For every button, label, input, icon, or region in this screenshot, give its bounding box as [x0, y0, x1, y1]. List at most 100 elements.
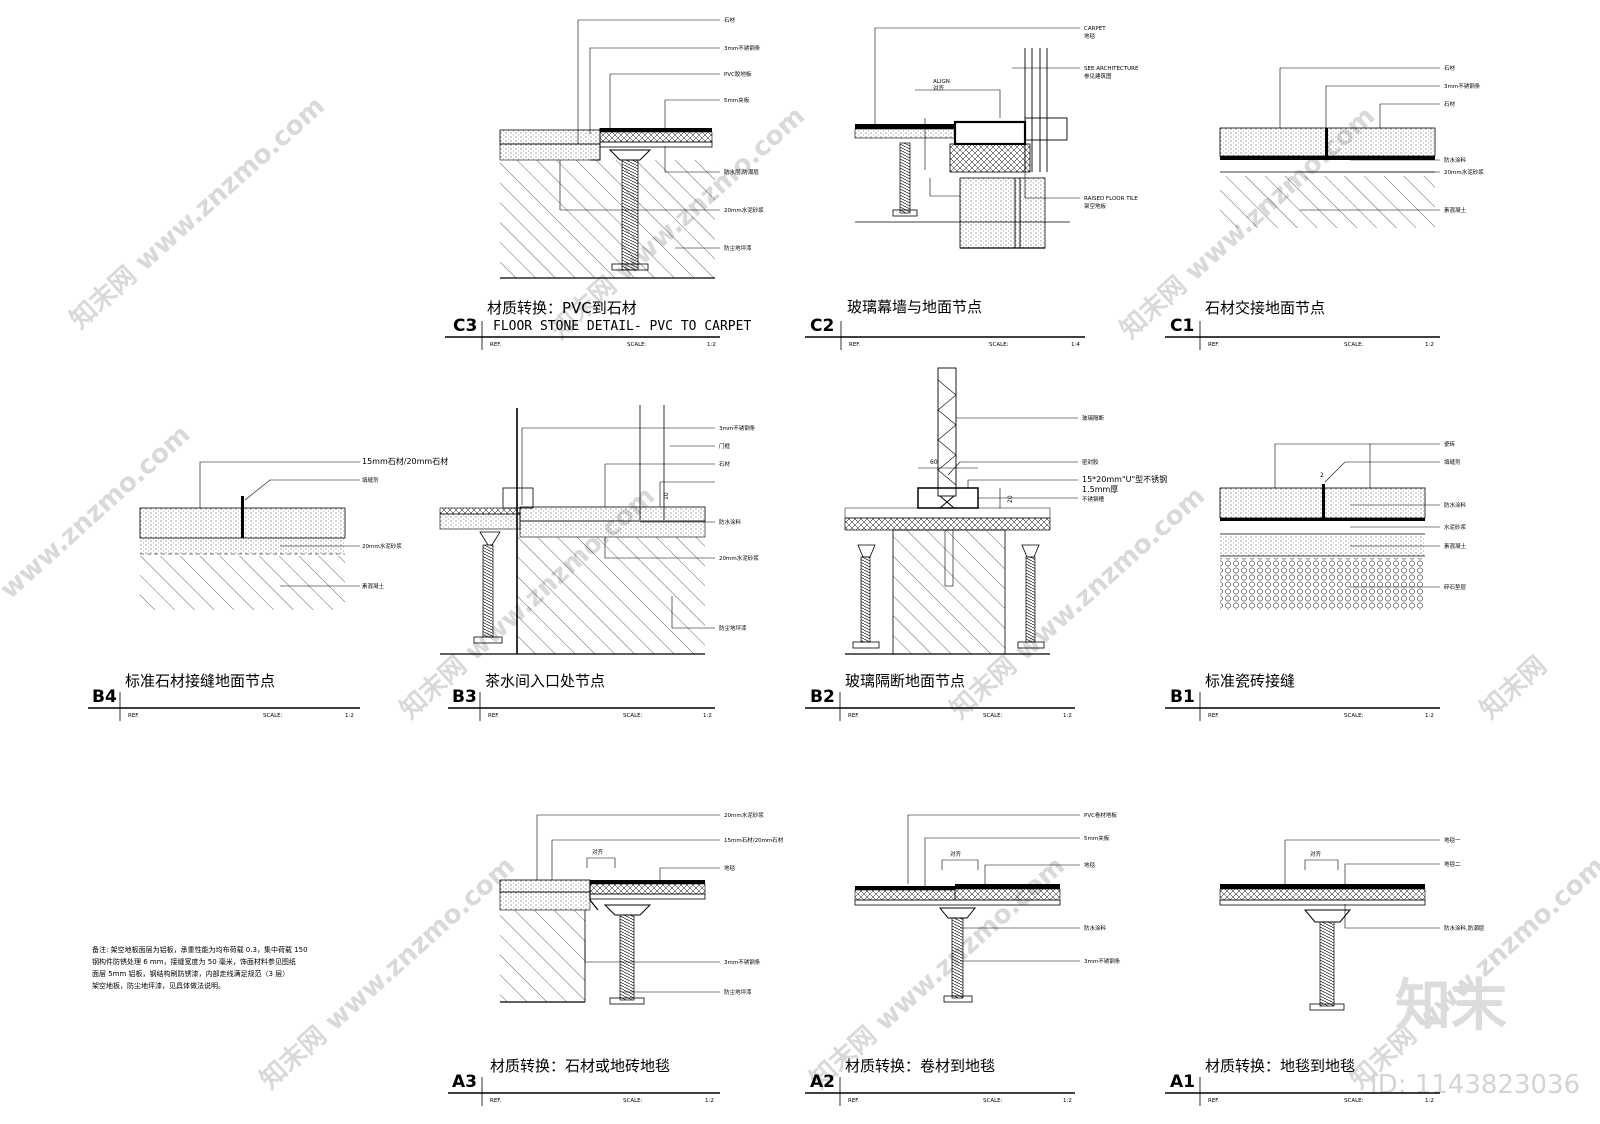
- detail-code: B2: [810, 687, 835, 707]
- callout: 填缝剂: [362, 476, 379, 484]
- ref-label: REF.: [848, 713, 860, 719]
- callout: 素混凝土: [1444, 542, 1467, 550]
- callout: RAISED FLOOR TILE: [1084, 196, 1138, 202]
- note-line: 钢构件防锈处理 6 mm，接缝宽度为 50 毫米，饰面材料参见图纸: [92, 957, 296, 966]
- scale-value: 1:4: [1071, 342, 1080, 348]
- watermark-logo: 知末: [1395, 974, 1507, 1039]
- scale-label: SCALE:: [1344, 1098, 1364, 1104]
- callout: 3mm不锈钢条: [724, 958, 761, 966]
- scale-value: 1:2: [707, 342, 716, 348]
- ref-label: REF.: [488, 713, 500, 719]
- scale-label: SCALE:: [1344, 713, 1364, 719]
- callout: 5mm夹板: [724, 96, 750, 104]
- callout: 3mm不锈钢条: [724, 44, 761, 52]
- scale-value: 1:2: [345, 713, 354, 719]
- dim-text: 60: [930, 459, 938, 466]
- detail-code: A1: [1170, 1072, 1195, 1092]
- callout: 石材: [1444, 100, 1456, 108]
- callout: 防水涂料: [1084, 924, 1107, 932]
- detail-code: C1: [1170, 316, 1194, 336]
- detail-title: 材质转换：卷材到地毯: [845, 1057, 995, 1075]
- detail-title: 材质转换：PVC到石材: [487, 299, 637, 317]
- watermark: 知末网: [1475, 651, 1553, 725]
- detail-title: 茶水间入口处节点: [485, 672, 605, 690]
- callout: 15*20mm"U"型不锈钢: [1082, 474, 1167, 484]
- ref-label: REF.: [849, 342, 861, 348]
- callout: 15mm石材/20mm石材: [362, 456, 448, 466]
- ref-label: REF.: [490, 1098, 502, 1104]
- callout: PVC卷材地板: [1084, 811, 1117, 819]
- callout: 5mm夹板: [1084, 834, 1110, 842]
- callout: 防水涂料: [1444, 156, 1467, 164]
- detail-code: A3: [452, 1072, 477, 1092]
- callout: CARPET: [1084, 26, 1106, 32]
- detail-c2: ALIGN 对齐 CARPET 地毯 SEE ARCHITECTURE 参见建筑…: [805, 26, 1139, 350]
- callout: 参见建筑图: [1084, 72, 1112, 80]
- detail-title: 玻璃隔断地面节点: [845, 672, 965, 690]
- callout: 地毯二: [1444, 860, 1461, 868]
- callout: 石材: [1444, 64, 1456, 72]
- callout: 防水涂料,防潮层: [1444, 924, 1485, 932]
- callout: 防水层,防潮层: [724, 168, 759, 176]
- callout: 碎石垫层: [1444, 583, 1467, 591]
- callout: PVC胶地板: [724, 70, 752, 78]
- watermark: 知末网 www.znzmo.com: [255, 851, 521, 1095]
- callout: 防尘地坪漆: [724, 244, 752, 252]
- callout: 防水涂料: [1444, 501, 1467, 509]
- callout: 3mm不锈钢条: [1444, 82, 1481, 90]
- detail-b1: 2 瓷砖 填缝剂 防水涂料 水泥砂浆 素混凝土 碎石垫层 B1 标准瓷砖接缝 R…: [1165, 440, 1467, 721]
- detail-a3: 对齐 20mm水泥砂浆 15mm石材/20mm石材 地毯 3mm不锈钢条 防尘地…: [448, 811, 784, 1106]
- callout: 架空地板: [1084, 202, 1107, 210]
- dim-text: 对齐: [950, 850, 962, 858]
- scale-value: 1:2: [1063, 713, 1072, 719]
- note-line: 面层 5mm 铝板，钢结构刷防锈漆，内部走线满足规范（3 层）: [92, 969, 289, 978]
- detail-title: 玻璃幕墙与地面节点: [847, 298, 982, 316]
- detail-a1: 对齐 地毯一 地毯二 防水涂料,防潮层 A1 材质转换：地毯到地毯 REF. S…: [1165, 836, 1485, 1106]
- detail-subtitle: FLOOR STONE DETAIL- PVC TO CARPET: [493, 319, 751, 334]
- callout: 20mm水泥砂浆: [719, 554, 759, 562]
- detail-c3: 石材 3mm不锈钢条 PVC胶地板 5mm夹板 防水层,防潮层 20mm水泥砂浆…: [445, 16, 764, 350]
- detail-code: B3: [452, 687, 477, 707]
- scale-value: 1:2: [1425, 1098, 1434, 1104]
- general-note: 备注: 架空地板面层为铝板，承重性能为均布荷载 0.3，集中荷载 150 钢构件…: [92, 945, 308, 990]
- callout: 门框: [719, 442, 731, 450]
- callout: 3mm不锈钢条: [1084, 957, 1121, 965]
- scale-label: SCALE:: [627, 342, 647, 348]
- scale-label: SCALE:: [983, 1098, 1003, 1104]
- detail-code: C2: [810, 316, 834, 336]
- scale-label: SCALE:: [983, 713, 1003, 719]
- detail-b3: 10 3mm不锈钢条 门框 石材 防水涂料 20mm水泥砂浆 防尘地坪漆 B3 …: [439, 405, 759, 721]
- watermark: 知末网 www.znzmo.com: [65, 91, 331, 335]
- scale-value: 1:2: [1425, 342, 1434, 348]
- scale-label: SCALE:: [623, 1098, 643, 1104]
- detail-title: 材质转换：地毯到地毯: [1205, 1057, 1355, 1075]
- scale-value: 1:2: [705, 1098, 714, 1104]
- detail-c1: 石材 3mm不锈钢条 石材 防水涂料 20mm水泥砂浆 素混凝土 C1 石材交接…: [1165, 64, 1484, 350]
- detail-title: 材质转换：石材或地砖地毯: [490, 1057, 670, 1075]
- callout: 防水涂料: [719, 518, 742, 526]
- scale-label: SCALE:: [263, 713, 283, 719]
- align-label: ALIGN: [933, 79, 950, 85]
- callout: 地毯: [1084, 861, 1096, 869]
- dim-text: 2: [1320, 472, 1324, 479]
- callout: 防尘地坪漆: [724, 988, 752, 996]
- detail-title: 石材交接地面节点: [1205, 299, 1325, 317]
- ref-label: REF.: [848, 1098, 860, 1104]
- callout: SEE ARCHITECTURE: [1084, 66, 1139, 72]
- callout: 1.5mm厚: [1082, 485, 1118, 494]
- detail-code: C3: [453, 316, 477, 336]
- callout: 素混凝土: [362, 582, 385, 590]
- scale-value: 1:2: [703, 713, 712, 719]
- detail-b2: 60 20 玻璃隔断 密封胶 15*20mm"U"型不锈钢 1.5mm厚 不锈钢…: [805, 367, 1167, 721]
- callout: 地毯一: [1444, 836, 1461, 844]
- callout: 不锈钢槽: [1082, 495, 1105, 503]
- watermark-id: ID: 1143823036: [1370, 1070, 1580, 1100]
- callout: 20mm水泥砂浆: [724, 811, 764, 819]
- detail-b4: 15mm石材/20mm石材 填缝剂 20mm水泥砂浆 素混凝土 B4 标准石材接…: [88, 456, 448, 721]
- dim-text: 对齐: [592, 848, 604, 856]
- callout: 石材: [719, 460, 731, 468]
- callout: 石材: [724, 16, 736, 24]
- note-line: 架空地板，防尘地坪漆，见具体做法说明。: [92, 981, 225, 990]
- callout: 水泥砂浆: [1444, 523, 1467, 531]
- scale-value: 1:2: [1063, 1098, 1072, 1104]
